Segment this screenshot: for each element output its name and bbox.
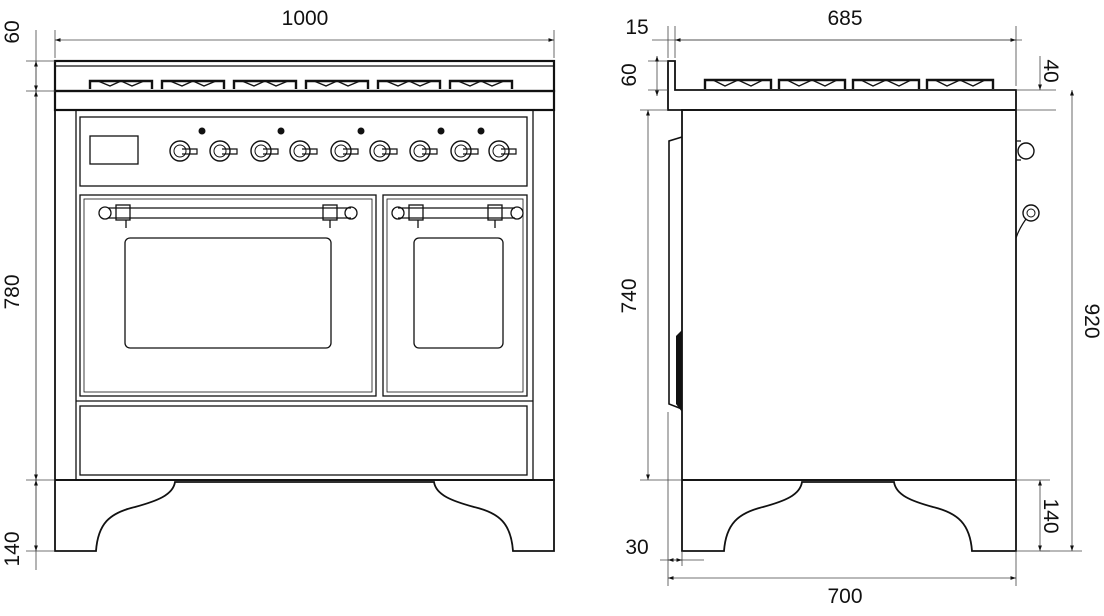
storage-drawer <box>79 405 528 476</box>
dim-side-top-height: 60 <box>618 63 641 86</box>
front-plinth-feet <box>54 479 555 552</box>
knob <box>209 140 238 162</box>
front-view: 1000 60 780 140 <box>1 7 556 570</box>
aux-oven-door <box>382 194 528 397</box>
pan-support <box>703 78 773 89</box>
main-oven-window <box>124 237 332 349</box>
dim-front-body-height: 780 <box>1 274 24 309</box>
indicator-dot <box>198 127 206 135</box>
main-oven-handle <box>98 204 358 228</box>
dim-side-depth-total: 700 <box>827 585 862 608</box>
side-pan-supports <box>703 78 995 89</box>
side-knobs <box>1015 140 1040 239</box>
knob <box>450 140 479 162</box>
pan-support <box>88 79 154 89</box>
dim-side-body-height: 740 <box>618 278 641 313</box>
dim-side-top-offset: 15 <box>625 16 648 39</box>
knob <box>250 140 279 162</box>
dim-side-foot-offset: 30 <box>625 536 648 559</box>
pan-supports <box>88 79 514 89</box>
indicator-dot <box>277 127 285 135</box>
indicator-dot <box>437 127 445 135</box>
side-body <box>681 109 1017 481</box>
knob <box>330 140 359 162</box>
pan-support <box>304 79 370 89</box>
pan-support <box>777 78 847 89</box>
side-plinth-feet <box>681 479 1017 552</box>
pan-support <box>925 78 995 89</box>
knob <box>369 140 398 162</box>
dim-side-total-height: 920 <box>1080 303 1103 338</box>
dim-front-width: 1000 <box>282 7 329 30</box>
side-hob <box>667 60 1017 111</box>
pan-support <box>160 79 226 89</box>
knob <box>289 140 318 162</box>
knob <box>488 140 517 162</box>
pan-support <box>232 79 298 89</box>
pan-support <box>448 79 514 89</box>
knob <box>409 140 438 162</box>
front-body <box>54 109 555 481</box>
front-dimensions: 1000 60 780 140 <box>1 7 555 570</box>
indicator-dot <box>477 127 485 135</box>
dim-side-depth: 685 <box>827 7 862 30</box>
front-hob <box>53 59 556 112</box>
aux-oven-window <box>413 237 504 349</box>
aux-oven-handle <box>391 204 524 228</box>
indicator-dot <box>357 127 365 135</box>
side-view: 15 685 60 40 740 920 140 <box>618 7 1103 608</box>
dim-side-back-offset: 40 <box>1039 59 1062 82</box>
pan-support <box>851 78 921 89</box>
dim-front-top-height: 60 <box>1 20 24 43</box>
main-oven-door <box>79 194 377 397</box>
dim-side-feet-height: 140 <box>1039 498 1062 533</box>
timer-display <box>89 135 139 165</box>
side-door-profile <box>668 136 683 410</box>
side-dimensions: 15 685 60 40 740 920 140 <box>618 7 1103 608</box>
dim-front-feet-height: 140 <box>1 531 24 566</box>
pan-support <box>376 79 442 89</box>
control-panel <box>79 116 528 187</box>
knob <box>169 140 198 162</box>
control-knobs <box>169 127 517 162</box>
